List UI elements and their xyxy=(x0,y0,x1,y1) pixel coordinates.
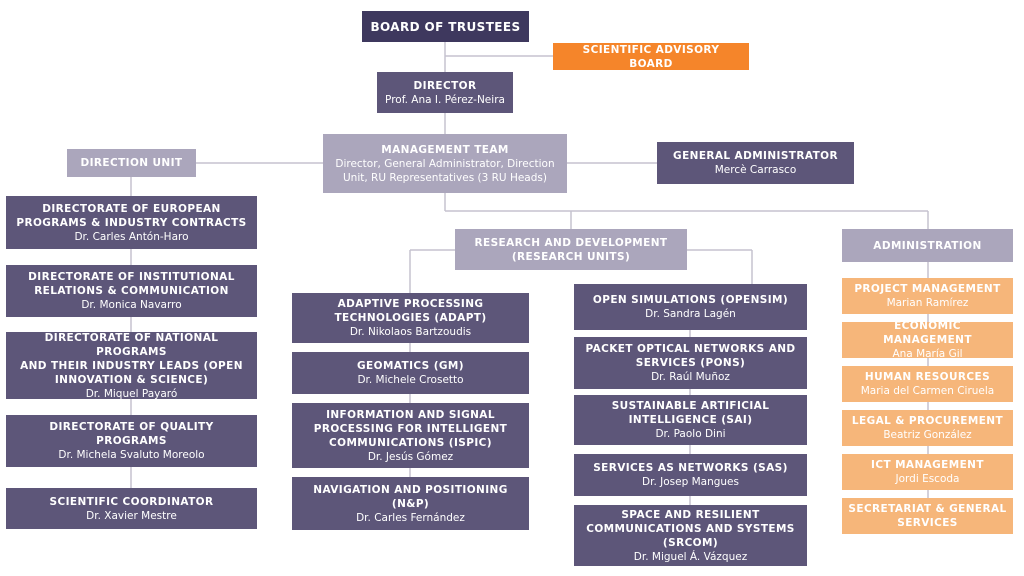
box-title-line: SERVICES AS NETWORKS (SAS) xyxy=(593,462,788,474)
research-unit-adapt-box: ADAPTIVE PROCESSING TECHNOLOGIES (ADAPT)… xyxy=(292,293,529,343)
box-title-line: INTELLIGENCE (SAI) xyxy=(628,414,753,426)
box-person-name: Dr. Carles Antón-Haro xyxy=(74,230,189,243)
project-management-box: PROJECT MANAGEMENT Marian Ramírez xyxy=(842,278,1013,314)
box-title-line: OPEN SIMULATIONS (OPENSIM) xyxy=(592,294,789,306)
box-title-line: ICT MANAGEMENT xyxy=(871,459,984,471)
general-administrator-title: GENERAL ADMINISTRATOR xyxy=(673,150,838,162)
research-unit-np-box: NAVIGATION AND POSITIONING (N&P) Dr. Car… xyxy=(292,477,529,530)
box-title-line: AND THEIR INDUSTRY LEADS (OPEN xyxy=(20,359,243,372)
box-title-line: PROJECT MANAGEMENT xyxy=(854,283,1001,295)
box-person-name: Ana María Gil xyxy=(892,348,963,360)
management-team-line2: Unit, RU Representatives (3 RU Heads) xyxy=(343,171,547,184)
ict-management-box: ICT MANAGEMENT Jordi Escoda xyxy=(842,454,1013,490)
management-team-title: MANAGEMENT TEAM xyxy=(381,143,509,156)
scientific-coordinator-box: SCIENTIFIC COORDINATOR Dr. Xavier Mestre xyxy=(6,488,257,529)
box-title-line: COMMUNICATIONS AND SYSTEMS xyxy=(586,522,795,535)
general-administrator-name: Mercè Carrasco xyxy=(714,164,797,176)
economic-management-box: ECONOMIC MANAGEMENT Ana María Gil xyxy=(842,320,1013,360)
box-title-line: ECONOMIC MANAGEMENT xyxy=(883,320,972,346)
box-title-line: SCIENTIFIC COORDINATOR xyxy=(49,495,214,508)
box-title-line: HUMAN RESOURCES xyxy=(864,371,991,383)
board-of-trustees-box: BOARD OF TRUSTEES xyxy=(362,11,529,42)
box-person-name: Dr. Raúl Muñoz xyxy=(651,371,730,383)
box-person-name: Dr. Jesús Gómez xyxy=(367,450,454,463)
box-title-line: SUSTAINABLE ARTIFICIAL xyxy=(611,400,770,412)
research-unit-opensim-box: OPEN SIMULATIONS (OPENSIM) Dr. Sandra La… xyxy=(574,284,807,330)
scientific-advisory-board-title: SCIENTIFIC ADVISORY BOARD xyxy=(582,43,720,70)
legal-procurement-box: LEGAL & PROCUREMENT Beatriz González xyxy=(842,410,1013,446)
box-person-name: Dr. Miquel Payaró xyxy=(85,387,178,400)
direction-unit-box: DIRECTION UNIT xyxy=(67,149,196,177)
box-title-line: INFORMATION AND SIGNAL xyxy=(326,408,495,421)
box-title-line: DIRECTORATE OF EUROPEAN xyxy=(42,202,221,215)
research-unit-srcom-box: SPACE AND RESILIENT COMMUNICATIONS AND S… xyxy=(574,505,807,566)
human-resources-box: HUMAN RESOURCES Maria del Carmen Ciruela xyxy=(842,366,1013,402)
director-box: DIRECTOR Prof. Ana I. Pérez-Neira xyxy=(377,72,513,113)
board-of-trustees-title: BOARD OF TRUSTEES xyxy=(370,19,521,34)
direction-unit-title: DIRECTION UNIT xyxy=(80,157,183,169)
box-title-line: DIRECTORATE OF INSTITUTIONAL xyxy=(28,271,235,283)
directorate-national-programs-box: DIRECTORATE OF NATIONAL PROGRAMS AND THE… xyxy=(6,331,257,400)
research-development-line1: RESEARCH AND DEVELOPMENT xyxy=(474,236,668,249)
secretariat-general-services-box: SECRETARIAT & GENERAL SERVICES xyxy=(842,498,1013,534)
box-title-line: PACKET OPTICAL NETWORKS AND xyxy=(585,343,796,355)
administration-title: ADMINISTRATION xyxy=(873,239,982,252)
box-title-line: INNOVATION & SCIENCE) xyxy=(54,373,209,386)
box-person-name: Jordi Escoda xyxy=(895,473,960,485)
box-title-line: TECHNOLOGIES (ADAPT) xyxy=(334,312,487,324)
directorate-institutional-relations-box: DIRECTORATE OF INSTITUTIONAL RELATIONS &… xyxy=(6,265,257,317)
research-unit-pons-box: PACKET OPTICAL NETWORKS AND SERVICES (PO… xyxy=(574,337,807,389)
box-title-line: SERVICES xyxy=(897,517,958,529)
box-title-line: ADAPTIVE PROCESSING xyxy=(337,298,484,310)
box-title-line: PROCESSING FOR INTELLIGENT xyxy=(313,422,508,435)
research-development-line2: (RESEARCH UNITS) xyxy=(511,250,631,263)
box-person-name: Dr. Sandra Lagén xyxy=(645,308,736,320)
box-person-name: Beatriz González xyxy=(883,429,972,441)
box-title-line: COMMUNICATIONS (ISPIC) xyxy=(329,436,492,449)
box-title-line: SERVICES (PONS) xyxy=(635,357,746,369)
box-title-line: LEGAL & PROCUREMENT xyxy=(851,415,1004,427)
directorate-quality-programs-box: DIRECTORATE OF QUALITY PROGRAMS Dr. Mich… xyxy=(6,415,257,467)
director-title: DIRECTOR xyxy=(413,79,477,92)
research-unit-sas-box: SERVICES AS NETWORKS (SAS) Dr. Josep Man… xyxy=(574,454,807,496)
box-person-name: Dr. Michela Svaluto Moreolo xyxy=(58,449,205,461)
box-person-name: Dr. Monica Navarro xyxy=(81,299,182,311)
box-person-name: Dr. Josep Mangues xyxy=(642,476,739,488)
box-person-name: Dr. Carles Fernández xyxy=(356,511,465,524)
director-name: Prof. Ana I. Pérez-Neira xyxy=(385,93,505,106)
box-person-name: Dr. Nikolaos Bartzoudis xyxy=(349,326,472,338)
research-unit-gm-box: GEOMATICS (GM) Dr. Michele Crosetto xyxy=(292,352,529,394)
box-person-name: Marian Ramírez xyxy=(886,297,969,309)
box-person-name: Dr. Paolo Dini xyxy=(655,428,726,440)
research-unit-ispic-box: INFORMATION AND SIGNAL PROCESSING FOR IN… xyxy=(292,403,529,468)
box-title-line: DIRECTORATE OF QUALITY PROGRAMS xyxy=(49,421,214,447)
box-person-name: Dr. Michele Crosetto xyxy=(357,374,464,386)
box-person-name: Maria del Carmen Ciruela xyxy=(860,385,995,397)
management-team-line1: Director, General Administrator, Directi… xyxy=(335,157,555,170)
directorate-european-programs-box: DIRECTORATE OF EUROPEAN PROGRAMS & INDUS… xyxy=(6,196,257,249)
scientific-advisory-board-box: SCIENTIFIC ADVISORY BOARD xyxy=(553,43,749,70)
research-development-box: RESEARCH AND DEVELOPMENT (RESEARCH UNITS… xyxy=(455,229,687,270)
box-title-line: DIRECTORATE OF NATIONAL PROGRAMS xyxy=(44,331,219,358)
box-title-line: NAVIGATION AND POSITIONING (N&P) xyxy=(313,483,508,510)
box-title-line: GEOMATICS (GM) xyxy=(357,360,464,372)
general-administrator-box: GENERAL ADMINISTRATOR Mercè Carrasco xyxy=(657,142,854,184)
management-team-box: MANAGEMENT TEAM Director, General Admini… xyxy=(323,134,567,193)
research-unit-sai-box: SUSTAINABLE ARTIFICIAL INTELLIGENCE (SAI… xyxy=(574,395,807,445)
box-title-line: SECRETARIAT & GENERAL xyxy=(848,503,1007,515)
box-person-name: Dr. Xavier Mestre xyxy=(86,509,177,522)
box-title-line: RELATIONS & COMMUNICATION xyxy=(34,285,229,297)
box-title-line: (SRCOM) xyxy=(662,536,719,549)
administration-box: ADMINISTRATION xyxy=(842,229,1013,262)
box-title-line: SPACE AND RESILIENT xyxy=(621,508,760,521)
box-person-name: Dr. Miguel Á. Vázquez xyxy=(633,550,748,563)
box-title-line: PROGRAMS & INDUSTRY CONTRACTS xyxy=(16,216,247,229)
